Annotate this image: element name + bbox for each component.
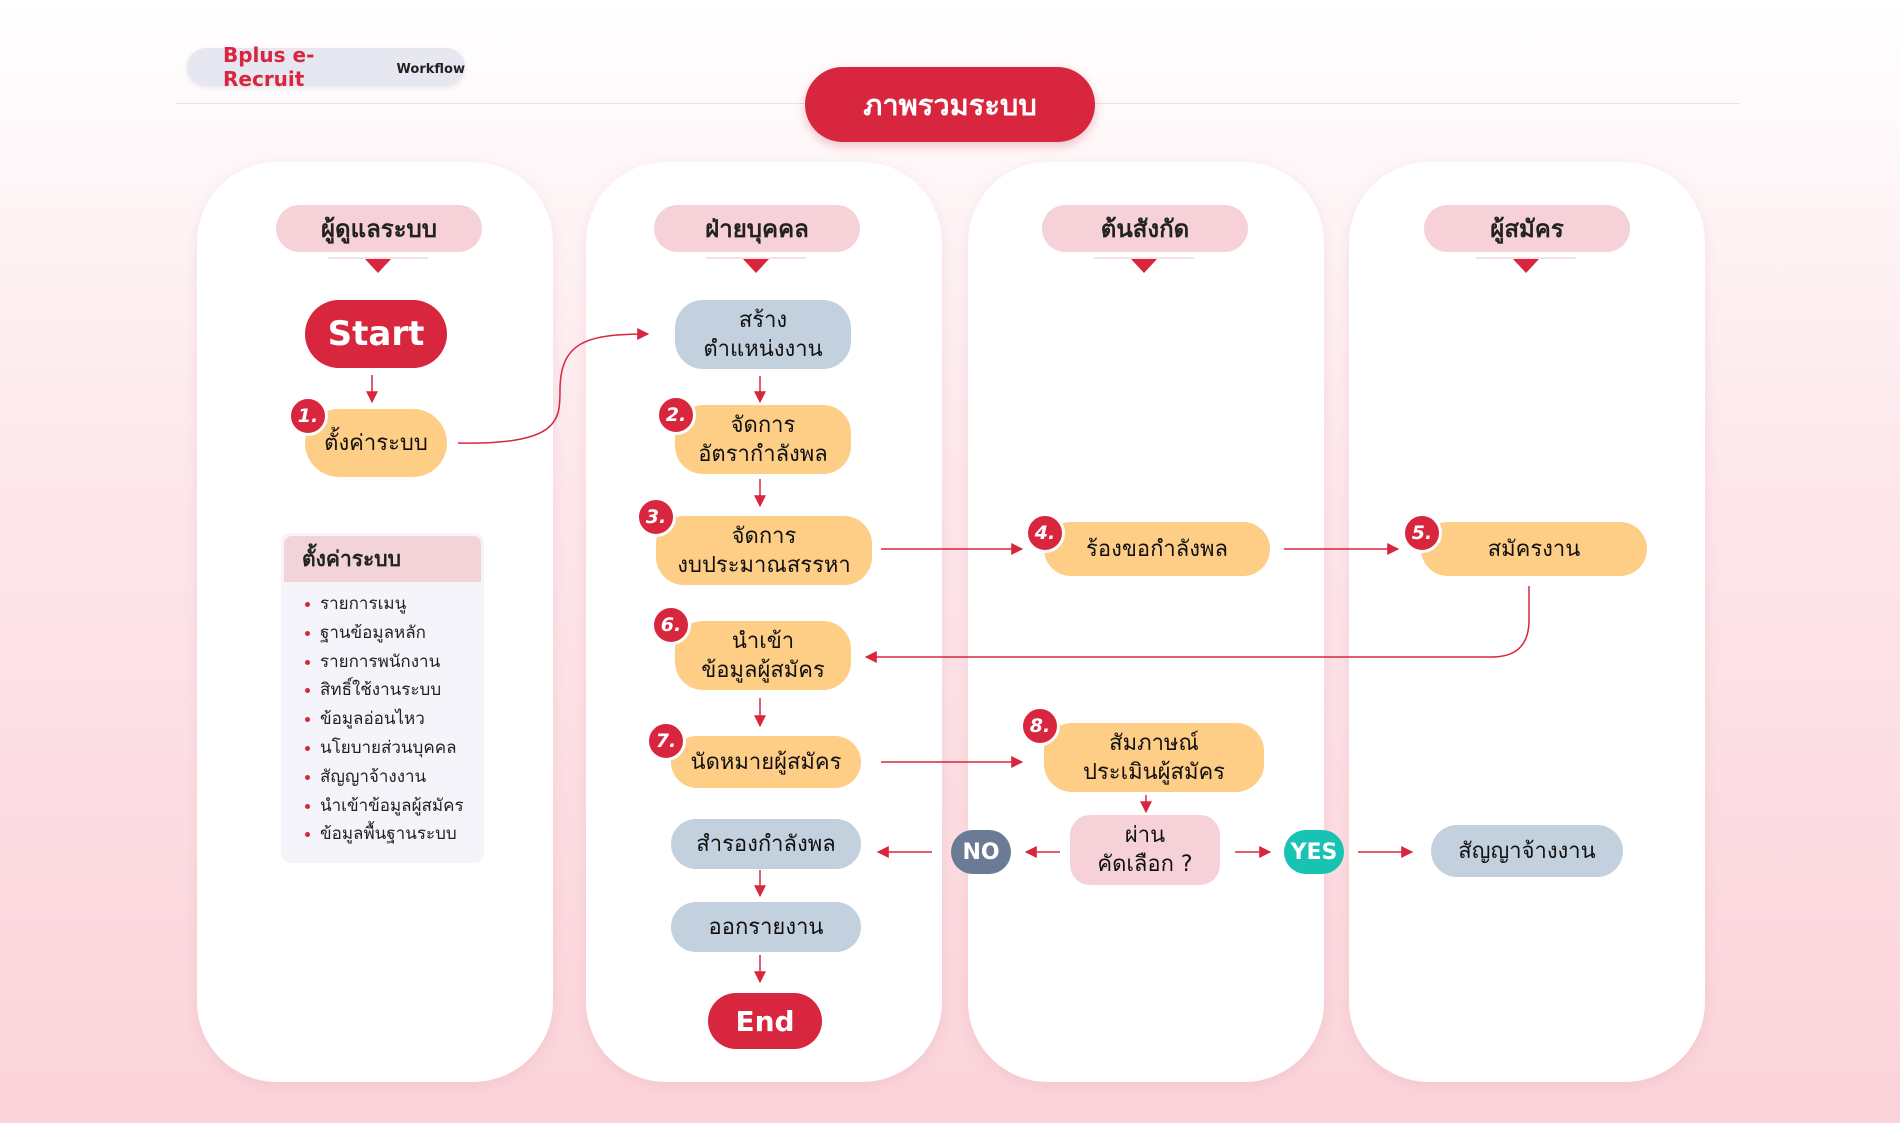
- settings-list: รายการเมนู ฐานข้อมูลหลัก รายการพนักงาน ส…: [281, 590, 484, 849]
- node-line: จัดการ: [731, 523, 797, 549]
- lane-title-admin: ผู้ดูแลระบบ: [276, 205, 482, 252]
- lane-title-hr: ฝ่ายบุคคล: [654, 205, 860, 252]
- node-line: ตำแหน่งงาน: [703, 336, 823, 362]
- list-item: ข้อมูลพื้นฐานระบบ: [301, 820, 484, 849]
- step-4-request-manpower: ร้องขอกำลังพล: [1044, 522, 1270, 576]
- caret-down-icon: [1513, 259, 1539, 273]
- lane-applicant: [1349, 162, 1705, 1082]
- end-node: End: [708, 993, 822, 1049]
- list-item: นำเข้าข้อมูลผู้สมัคร: [301, 792, 484, 821]
- step-3-recruit-budget: จัดการ งบประมาณสรรหา: [656, 516, 872, 585]
- step-2-number: 2.: [656, 395, 696, 435]
- pass-selection-decision: ผ่าน คัดเลือก ?: [1070, 815, 1220, 885]
- brand-subtitle: Workflow: [396, 61, 465, 77]
- brand-badge: Bplus e-Recruit Workflow: [187, 43, 465, 91]
- node-line: ข้อมูลผู้สมัคร: [701, 657, 825, 683]
- step-6-number: 6.: [651, 605, 691, 645]
- step-2-manpower-rate: จัดการ อัตรากำลังพล: [675, 405, 851, 474]
- caret-down-icon: [743, 259, 769, 273]
- step-8-interview: สัมภาษณ์ ประเมินผู้สมัคร: [1044, 723, 1264, 792]
- step-7-number: 7.: [646, 721, 686, 761]
- no-branch-label: NO: [951, 830, 1011, 874]
- step-1-number: 1.: [288, 396, 328, 436]
- list-item: สัญญาจ้างงาน: [301, 763, 484, 792]
- node-line: จัดการ: [730, 412, 796, 438]
- node-line: อัตรากำลังพล: [698, 441, 828, 467]
- yes-branch-label: YES: [1284, 830, 1344, 874]
- employment-contract-node: สัญญาจ้างงาน: [1431, 825, 1623, 877]
- step-1-configure-system: ตั้งค่าระบบ: [305, 409, 447, 477]
- reserve-manpower-node: สำรองกำลังพล: [671, 819, 861, 869]
- list-item: ฐานข้อมูลหลัก: [301, 619, 484, 648]
- list-item: รายการพนักงาน: [301, 648, 484, 677]
- node-line: งบประมาณสรรหา: [677, 552, 851, 578]
- lane-divider: [706, 257, 806, 259]
- step-6-import-applicants: นำเข้า ข้อมูลผู้สมัคร: [675, 621, 851, 690]
- step-5-number: 5.: [1402, 513, 1442, 553]
- lane-divider: [328, 257, 428, 259]
- settings-panel-title: ตั้งค่าระบบ: [284, 536, 481, 582]
- start-node: Start: [305, 300, 447, 368]
- node-line: คัดเลือก ?: [1097, 852, 1193, 877]
- step-8-number: 8.: [1020, 706, 1060, 746]
- node-line: สร้าง: [738, 307, 788, 333]
- lane-divider: [1094, 257, 1194, 259]
- node-line: สัมภาษณ์: [1109, 730, 1199, 756]
- list-item: ข้อมูลอ่อนไหว: [301, 705, 484, 734]
- step-5-apply-job: สมัครงาน: [1421, 522, 1647, 576]
- node-line: ประเมินผู้สมัคร: [1082, 759, 1225, 785]
- lane-divider: [1476, 257, 1576, 259]
- lane-title-department: ต้นสังกัด: [1042, 205, 1248, 252]
- page-title: ภาพรวมระบบ: [805, 67, 1095, 142]
- step-3-number: 3.: [636, 497, 676, 537]
- lane-department: [968, 162, 1324, 1082]
- list-item: สิทธิ์ใช้งานระบบ: [301, 676, 484, 705]
- settings-panel: ตั้งค่าระบบ รายการเมนู ฐานข้อมูลหลัก ราย…: [281, 533, 484, 863]
- create-position-node: สร้าง ตำแหน่งงาน: [675, 300, 851, 369]
- list-item: นโยบายส่วนบุคคล: [301, 734, 484, 763]
- node-line: นำเข้า: [731, 628, 795, 654]
- lane-title-applicant: ผู้สมัคร: [1424, 205, 1630, 252]
- report-node: ออกรายงาน: [671, 902, 861, 952]
- node-line: ผ่าน: [1124, 823, 1166, 848]
- brand-name: Bplus e-Recruit: [223, 43, 315, 91]
- step-7-appointment: นัดหมายผู้สมัคร: [671, 736, 861, 788]
- list-item: รายการเมนู: [301, 590, 484, 619]
- caret-down-icon: [1131, 259, 1157, 273]
- step-4-number: 4.: [1025, 513, 1065, 553]
- caret-down-icon: [365, 259, 391, 273]
